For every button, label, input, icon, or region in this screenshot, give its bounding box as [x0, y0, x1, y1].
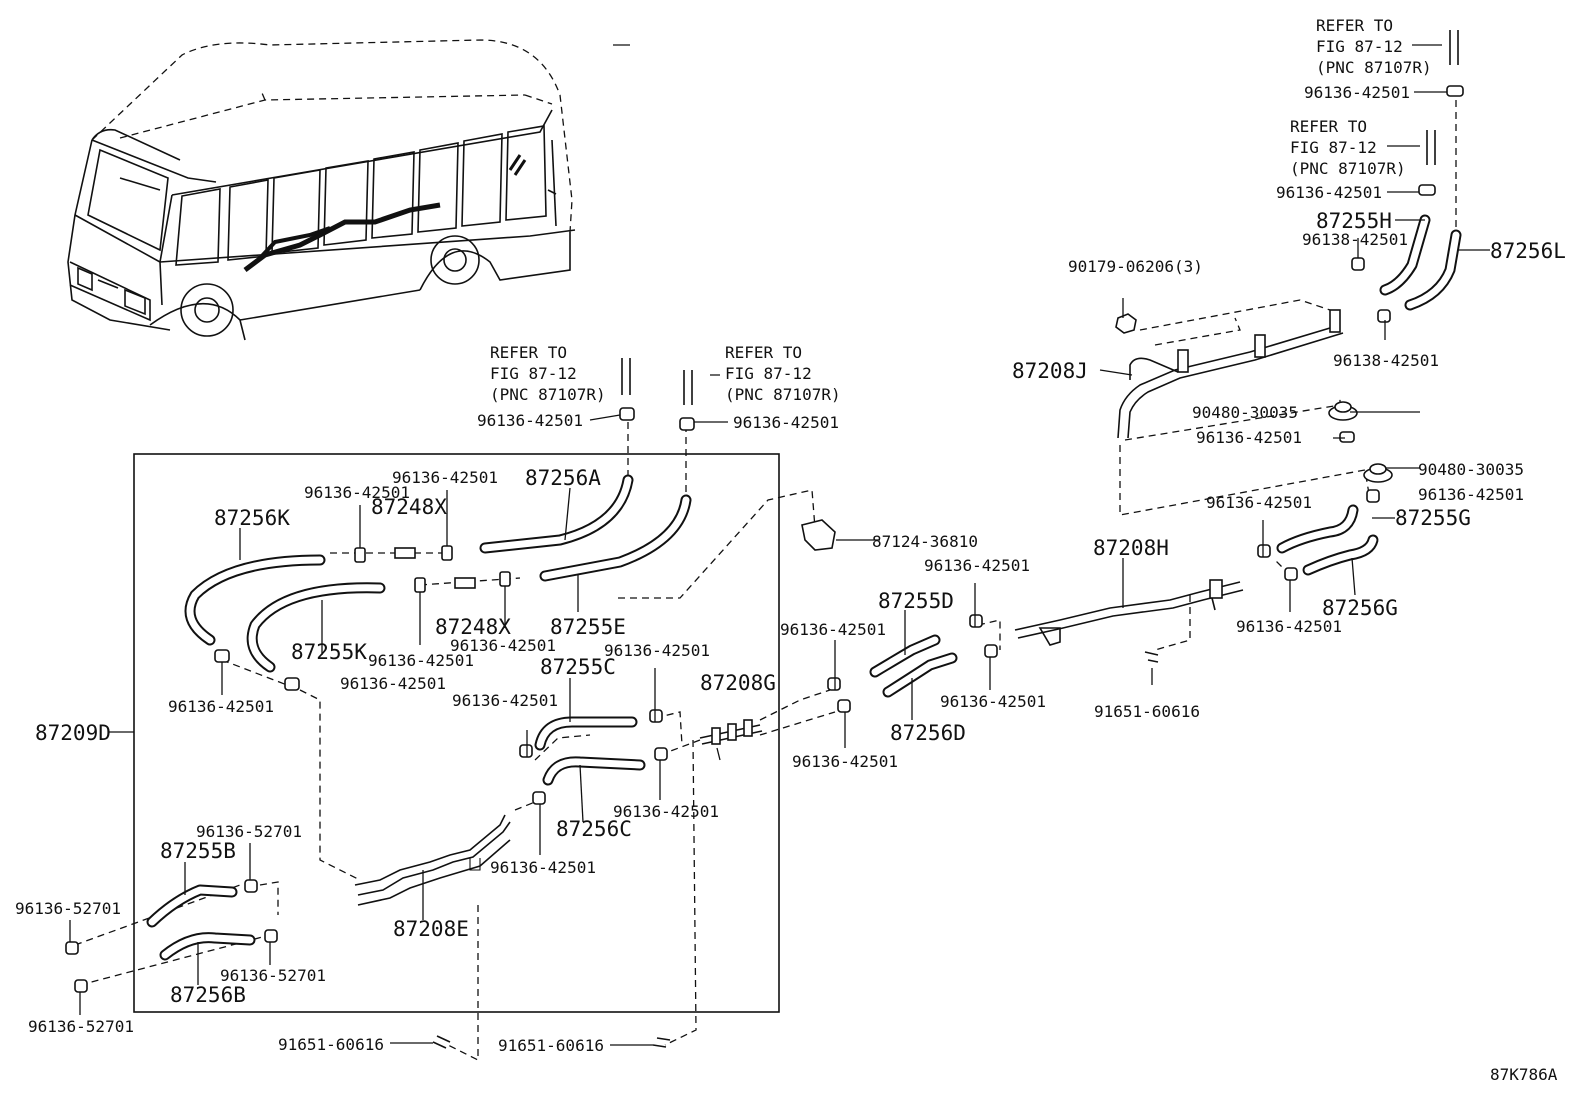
- joint-87248X-a: [394, 547, 416, 559]
- clamp-label: 96136-42501: [613, 802, 719, 821]
- refer-note-4: REFER TO FIG 87-12 (PNC 87107R): [1290, 117, 1406, 178]
- label-87248X-a: 87248X: [371, 495, 447, 519]
- clamp-label: 96136-42501: [1196, 428, 1302, 447]
- pipe-87208J: [1117, 324, 1341, 439]
- svg-text:(PNC 87107R): (PNC 87107R): [490, 385, 606, 404]
- joint-87248X-b: [454, 577, 476, 589]
- clamp-label: 96136-42501: [340, 674, 446, 693]
- svg-text:(PNC 87107R): (PNC 87107R): [1316, 58, 1432, 77]
- clamp-label: 96136-42501: [450, 636, 556, 655]
- label-91651-60616-c: 91651-60616: [1094, 702, 1200, 721]
- label-90480-30035-b: 90480-30035: [1418, 460, 1524, 479]
- label-90480-30035-a: 90480-30035: [1192, 403, 1298, 422]
- refer-note-2: REFER TO FIG 87-12 (PNC 87107R): [725, 343, 841, 404]
- svg-text:REFER TO: REFER TO: [490, 343, 567, 362]
- label-87256L: 87256L: [1490, 239, 1566, 263]
- label-87255D: 87255D: [878, 589, 954, 613]
- clamp-label: 96136-42501: [452, 691, 558, 710]
- clamp-label: 96136-42501: [168, 697, 274, 716]
- svg-text:FIG 87-12: FIG 87-12: [490, 364, 577, 383]
- svg-text:FIG 87-12: FIG 87-12: [1290, 138, 1377, 157]
- label-87208H: 87208H: [1093, 536, 1169, 560]
- label-90179-06206: 90179-06206(3): [1068, 257, 1203, 276]
- label-87208J: 87208J: [1012, 359, 1088, 383]
- label-91651-60616-b: 91651-60616: [498, 1036, 604, 1055]
- pipe-87208E: [354, 814, 506, 886]
- clamp-label: 96136-42501: [490, 858, 596, 877]
- svg-text:(PNC 87107R): (PNC 87107R): [1290, 159, 1406, 178]
- clamp-label-52701: 96136-52701: [15, 899, 121, 918]
- label-96138-42501-b: 96138-42501: [1333, 351, 1439, 370]
- hoses: [146, 214, 1462, 961]
- label-87256G: 87256G: [1322, 596, 1398, 620]
- clamp-label: 96136-42501: [940, 692, 1046, 711]
- dashed-guides: [74, 100, 1457, 1062]
- figure-code: 87K786A: [1490, 1065, 1558, 1084]
- leader-lines: [184, 44, 1490, 1046]
- clamp-label: 96136-42501: [1206, 493, 1312, 512]
- clamp-label: 96136-42501: [780, 620, 886, 639]
- clamp-label: 96136-42501: [1236, 617, 1342, 636]
- clamp-label: 96136-42501: [604, 641, 710, 660]
- clamp-label-52701: 96136-52701: [28, 1017, 134, 1036]
- svg-text:REFER TO: REFER TO: [725, 343, 802, 362]
- clamp-label: 96136-42501: [1276, 183, 1382, 202]
- label-87208G: 87208G: [700, 671, 776, 695]
- assembly-frame: [133, 453, 780, 1013]
- clamp-label: 96136-42501: [392, 468, 498, 487]
- label-87255H: 87255H: [1316, 209, 1392, 233]
- label-87124-36810: 87124-36810: [872, 532, 978, 551]
- label-87208E: 87208E: [393, 917, 469, 941]
- clamp-label: 96136-42501: [304, 483, 410, 502]
- svg-text:FIG 87-12: FIG 87-12: [1316, 37, 1403, 56]
- refer-note-3: REFER TO FIG 87-12 (PNC 87107R): [1316, 16, 1432, 77]
- label-87256D: 87256D: [890, 721, 966, 745]
- label-96138-42501-a: 96138-42501: [1302, 230, 1408, 249]
- label-87255B: 87255B: [160, 839, 236, 863]
- clamp-label-52701: 96136-52701: [196, 822, 302, 841]
- label-87255C: 87255C: [540, 655, 616, 679]
- label-87248X-b: 87248X: [435, 615, 511, 639]
- clamp-label: 96136-42501: [368, 651, 474, 670]
- clamp-label: 96136-42501: [733, 413, 839, 432]
- clamp-label: 96136-42501: [477, 411, 583, 430]
- clamp-label-52701: 96136-52701: [220, 966, 326, 985]
- van-illustration: [67, 39, 576, 341]
- clamp-label: 96136-42501: [792, 752, 898, 771]
- svg-text:REFER TO: REFER TO: [1290, 117, 1367, 136]
- svg-text:FIG 87-12: FIG 87-12: [725, 364, 812, 383]
- label-87255E: 87255E: [550, 615, 626, 639]
- label-87209D: 87209D: [35, 721, 111, 745]
- pipe-87208H: [1014, 581, 1241, 631]
- refer-note-1: REFER TO FIG 87-12 (PNC 87107R): [490, 343, 606, 404]
- label-87255K: 87255K: [291, 640, 367, 664]
- label-87256A: 87256A: [525, 466, 601, 490]
- label-87255G: 87255G: [1395, 506, 1471, 530]
- clamp-label: 96136-42501: [924, 556, 1030, 575]
- svg-text:(PNC 87107R): (PNC 87107R): [725, 385, 841, 404]
- label-87256C: 87256C: [556, 817, 632, 841]
- clamp-label: 96136-42501: [1418, 485, 1524, 504]
- clamp-label: 96136-42501: [1304, 83, 1410, 102]
- svg-text:REFER TO: REFER TO: [1316, 16, 1393, 35]
- clamps: [65, 85, 1464, 993]
- label-87256B: 87256B: [170, 983, 246, 1007]
- label-87256K: 87256K: [214, 506, 290, 530]
- label-91651-60616-a: 91651-60616: [278, 1035, 384, 1054]
- pipes: [354, 30, 1459, 1049]
- bracket-87124: [801, 519, 836, 551]
